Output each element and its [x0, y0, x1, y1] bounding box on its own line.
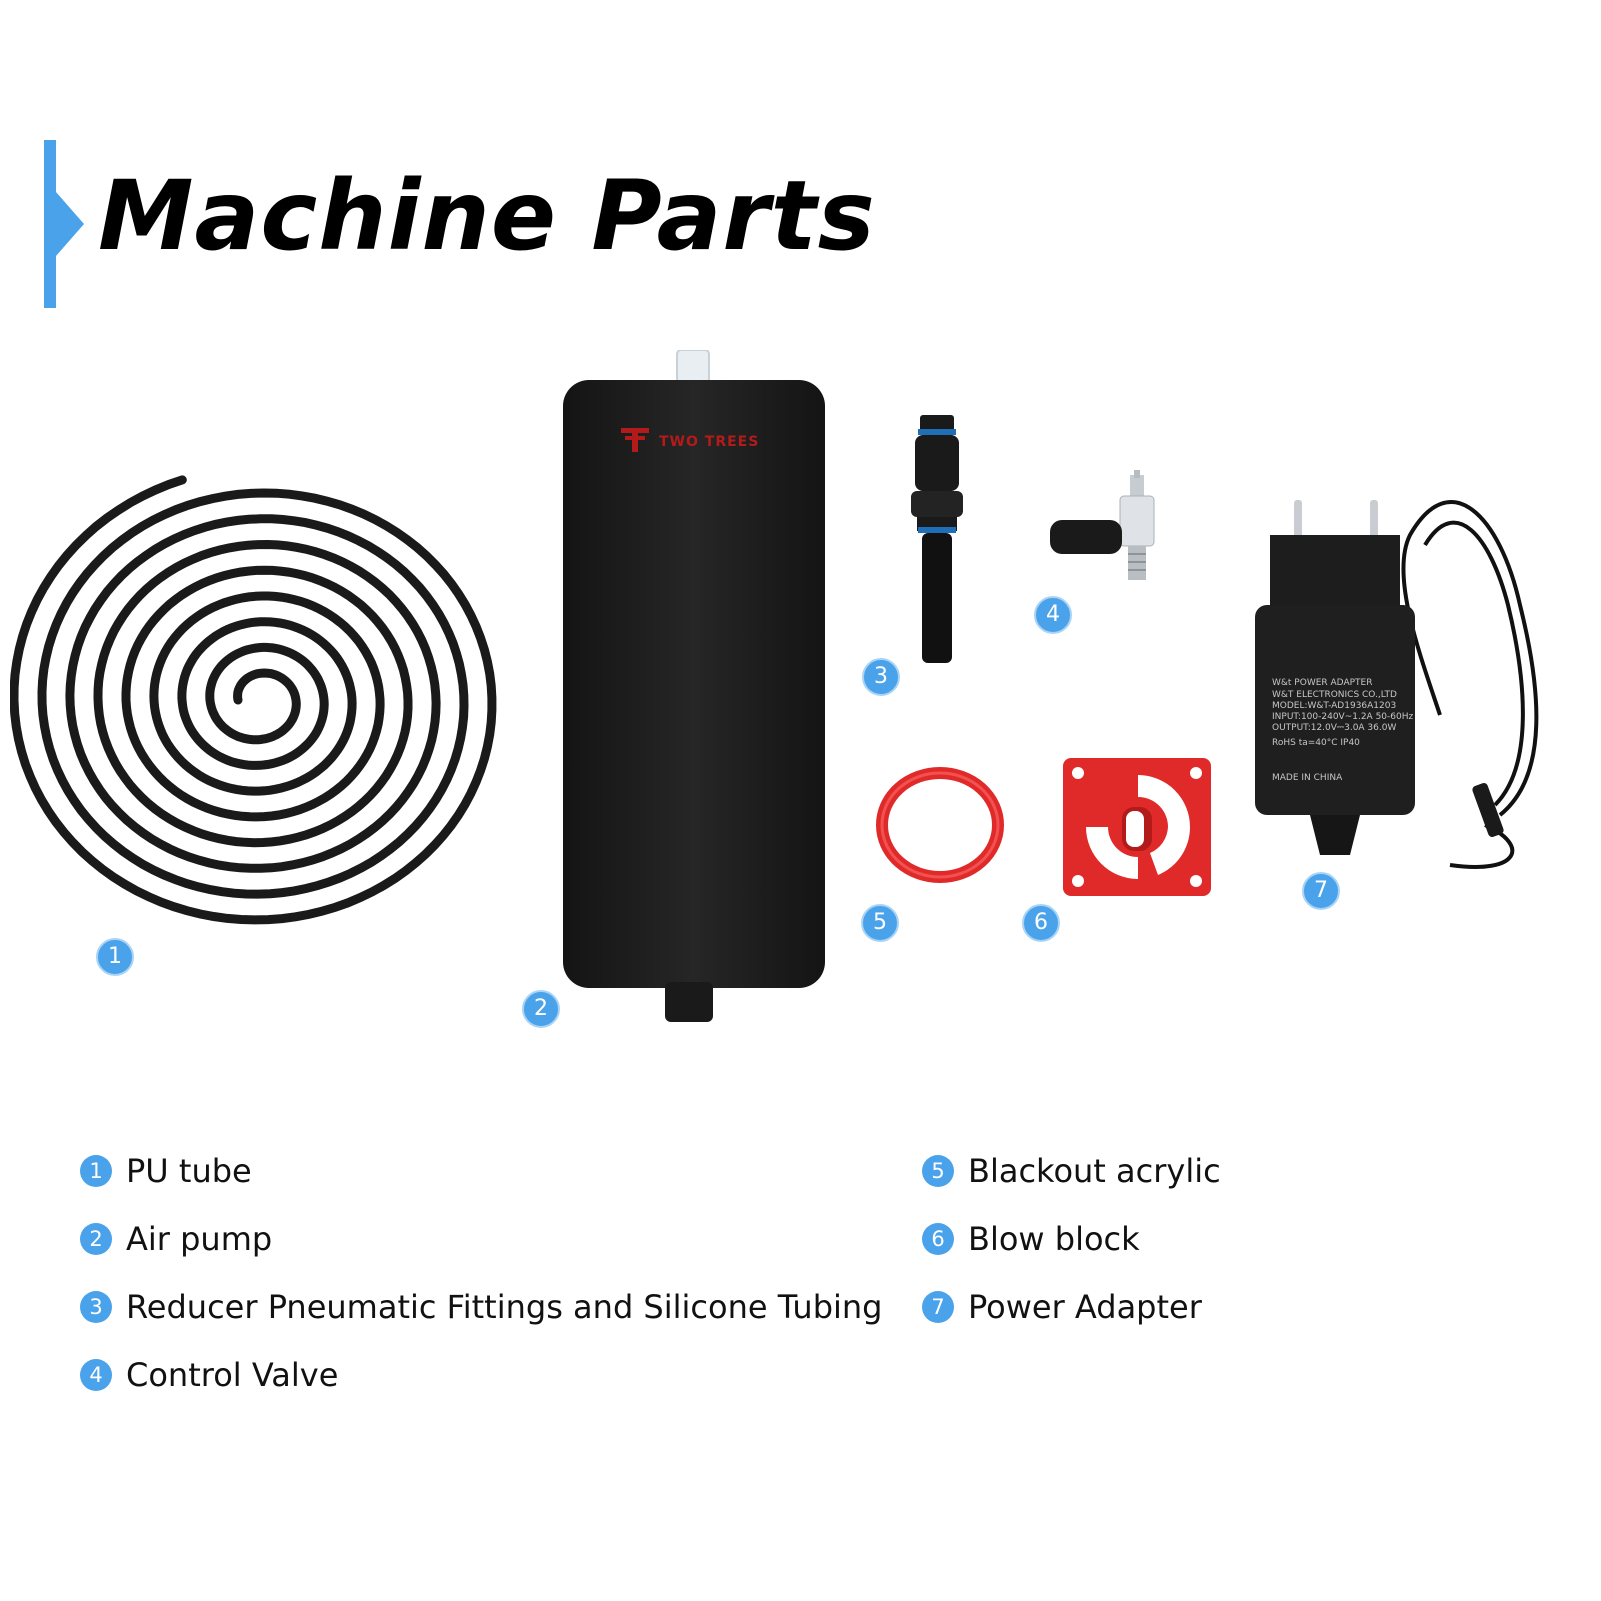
part-badge-3: 3: [862, 658, 900, 696]
pu-tube-coil: [10, 475, 497, 925]
legend-number-7: 7: [922, 1291, 954, 1323]
part-badge-2: 2: [522, 990, 560, 1028]
reducer-fitting-image: [911, 415, 963, 663]
legend-number-6: 6: [922, 1223, 954, 1255]
adapter-label-line6: RoHS ta=40°C IP40: [1272, 738, 1360, 748]
legend-number-3: 3: [80, 1291, 112, 1323]
legend-label-5: Blackout acrylic: [968, 1152, 1221, 1190]
adapter-label-line7: MADE IN CHINA: [1272, 773, 1343, 783]
adapter-label-line4: INPUT:100-240V~1.2A 50-60Hz: [1272, 712, 1413, 722]
legend-item-7: 7 Power Adapter: [922, 1288, 1202, 1326]
adapter-label-line2: W&T ELECTRONICS CO.,LTD: [1272, 690, 1397, 700]
pump-brand-text: TWO TREES: [659, 434, 759, 450]
legend-number-2: 2: [80, 1223, 112, 1255]
legend-number-1: 1: [80, 1155, 112, 1187]
legend-item-6: 6 Blow block: [922, 1220, 1140, 1258]
title-accent-arrow: [56, 192, 84, 256]
legend-item-4: 4 Control Valve: [80, 1356, 338, 1394]
control-valve-image: [1050, 470, 1155, 580]
parts-legend: 1 PU tube 2 Air pump 3 Reducer Pneumatic…: [0, 1152, 1601, 1470]
legend-number-5: 5: [922, 1155, 954, 1187]
legend-label-6: Blow block: [968, 1220, 1140, 1258]
power-adapter-image: W&t POWER ADAPTER W&T ELECTRONICS CO.,LT…: [1255, 500, 1539, 869]
blackout-acrylic-image: [876, 767, 1004, 883]
parts-illustration: 1 TWO TREES 2 3: [0, 340, 1601, 1060]
blow-block-image: [1063, 758, 1211, 896]
legend-item-5: 5 Blackout acrylic: [922, 1152, 1221, 1190]
adapter-label-line1: W&t POWER ADAPTER: [1272, 678, 1372, 688]
legend-label-3: Reducer Pneumatic Fittings and Silicone …: [126, 1288, 883, 1326]
legend-item-3: 3 Reducer Pneumatic Fittings and Silicon…: [80, 1288, 882, 1326]
legend-label-2: Air pump: [126, 1220, 273, 1258]
legend-number-4: 4: [80, 1359, 112, 1391]
legend-item-1: 1 PU tube: [80, 1152, 252, 1190]
page-title: Machine Parts: [98, 160, 876, 272]
air-pump-image: TWO TREES: [563, 350, 825, 1022]
adapter-label-line5: OUTPUT:12.0V⎓3.0A 36.0W: [1272, 723, 1396, 733]
part-badge-4: 4: [1034, 596, 1072, 634]
title-block: Machine Parts: [44, 140, 875, 308]
legend-label-7: Power Adapter: [968, 1288, 1202, 1326]
part-badge-6: 6: [1022, 904, 1060, 942]
legend-label-1: PU tube: [126, 1152, 252, 1190]
title-accent-bar: [44, 140, 56, 308]
part-badge-5: 5: [861, 904, 899, 942]
part-badge-7: 7: [1302, 872, 1340, 910]
adapter-label-line3: MODEL:W&T-AD1936A1203: [1272, 701, 1396, 711]
legend-item-2: 2 Air pump: [80, 1220, 272, 1258]
legend-label-4: Control Valve: [126, 1356, 339, 1394]
pu-tube-image: [10, 475, 497, 925]
part-badge-1: 1: [96, 938, 134, 976]
